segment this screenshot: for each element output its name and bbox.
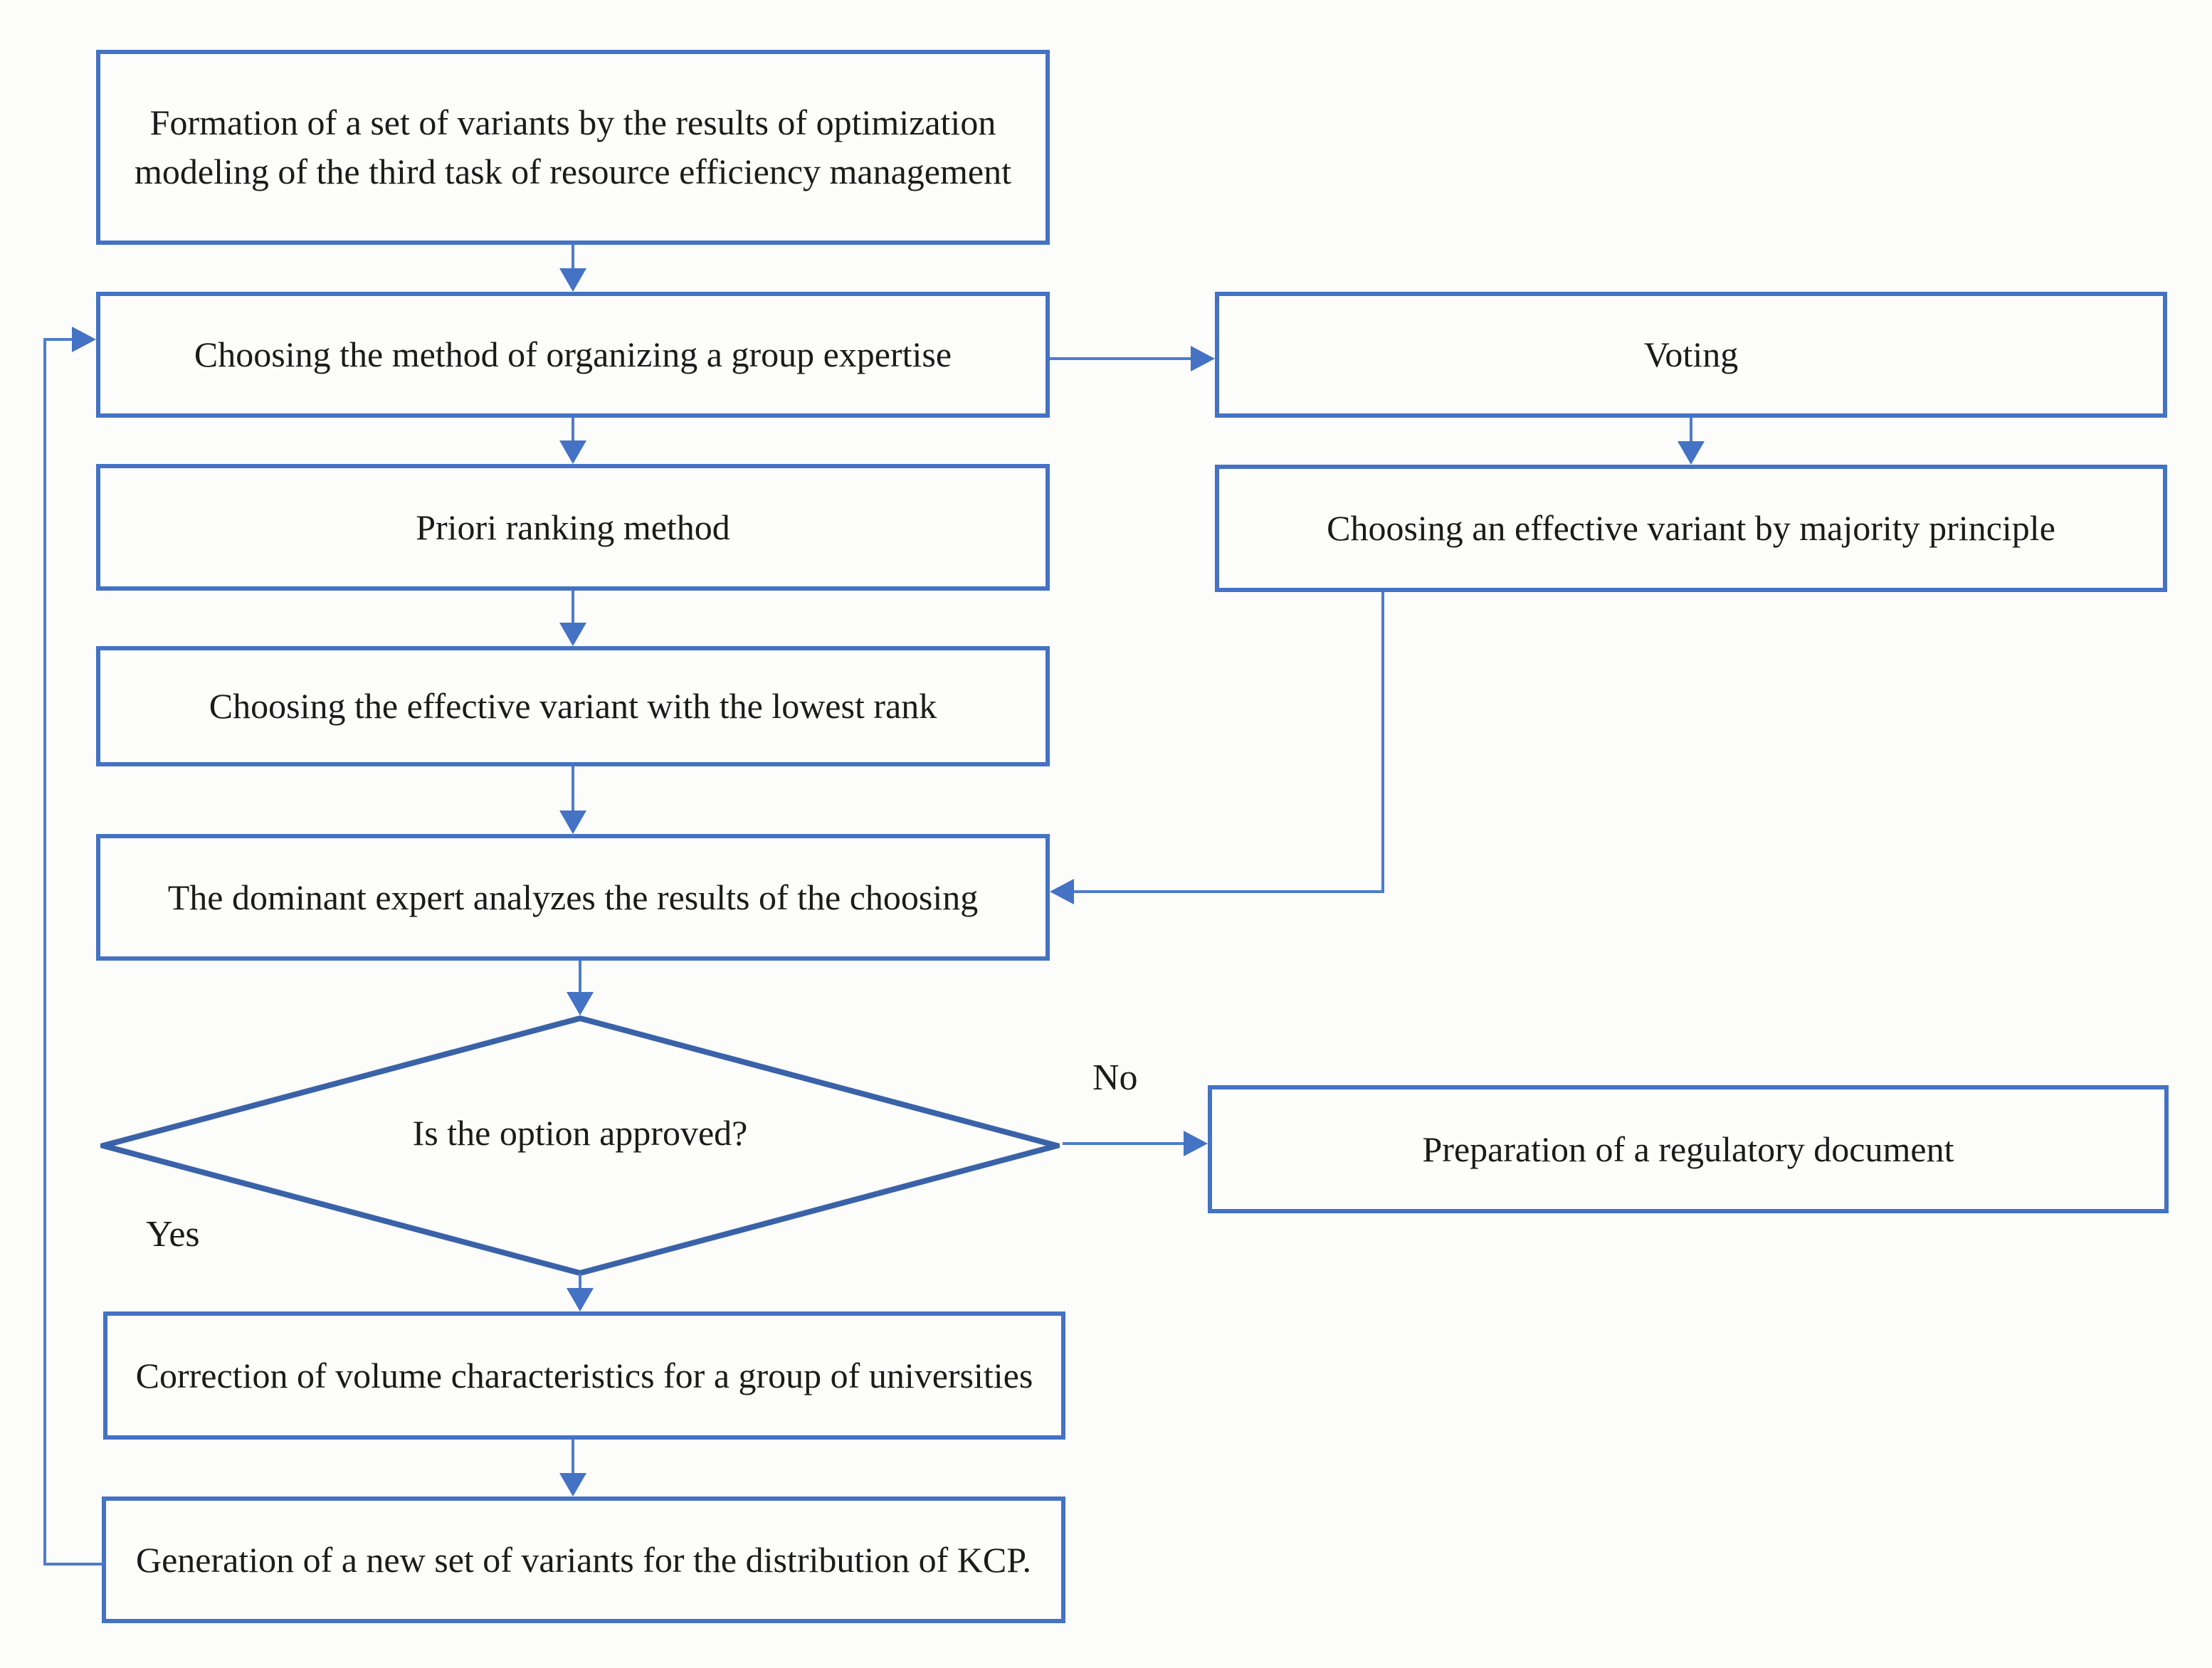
decision-diamond-shape <box>92 1015 1068 1277</box>
flow-node-majority: Choosing an effective variant by majorit… <box>1215 465 2167 592</box>
connector-no-branch <box>1063 1142 1185 1145</box>
arrowhead-down-4 <box>559 811 586 834</box>
connector-correction-to-generation <box>572 1439 574 1475</box>
flow-node-lowest-rank: Choosing the effective variant with the … <box>96 646 1050 766</box>
flow-node-generation: Generation of a new set of variants for … <box>102 1497 1065 1623</box>
connector-loop-vertical <box>43 338 46 1566</box>
arrowhead-right-1 <box>1191 346 1215 371</box>
flow-node-dominant-expert: The dominant expert analyzes the results… <box>96 834 1050 961</box>
connector-majority-feedback-vertical <box>1381 592 1384 892</box>
connector-loop-bottom <box>43 1563 103 1566</box>
connector-formation-to-choosing <box>572 245 574 270</box>
arrowhead-left-1 <box>1050 879 1074 904</box>
arrowhead-down-3 <box>559 623 586 646</box>
flow-node-voting: Voting <box>1215 292 2167 418</box>
diamond-polygon <box>92 1015 1068 1277</box>
arrowhead-down-6 <box>567 1288 594 1311</box>
connector-priori-to-lowest <box>572 591 574 625</box>
edge-label-no: No <box>1092 1057 1138 1098</box>
connector-lowest-to-expert <box>572 766 574 813</box>
diamond-svg <box>92 1015 1068 1277</box>
flow-node-formation: Formation of a set of variants by the re… <box>96 50 1050 245</box>
connector-expert-to-decision <box>579 961 581 994</box>
arrowhead-right-2 <box>1184 1131 1208 1156</box>
connector-decision-to-correction <box>579 1274 581 1290</box>
arrowhead-down-7 <box>559 1473 586 1497</box>
connector-choosing-to-priori <box>572 418 574 442</box>
connector-loop-top <box>43 338 75 341</box>
arrowhead-right-3 <box>72 327 96 352</box>
connector-choosing-to-voting <box>1050 357 1192 360</box>
edge-label-yes: Yes <box>146 1214 200 1255</box>
flow-node-preparation: Preparation of a regulatory document <box>1208 1085 2169 1213</box>
connector-majority-feedback-horizontal <box>1073 890 1384 893</box>
arrowhead-down-1 <box>559 268 586 292</box>
flow-node-priori-ranking: Priori ranking method <box>96 464 1050 591</box>
decision-question: Is the option approved? <box>412 1113 748 1153</box>
flow-node-choosing-method: Choosing the method of organizing a grou… <box>96 292 1050 418</box>
arrowhead-down-8 <box>1678 441 1705 465</box>
arrowhead-down-5 <box>567 992 594 1015</box>
arrowhead-down-2 <box>559 440 586 464</box>
connector-voting-to-majority <box>1690 418 1692 443</box>
flow-node-correction: Correction of volume characteristics for… <box>103 1311 1065 1440</box>
